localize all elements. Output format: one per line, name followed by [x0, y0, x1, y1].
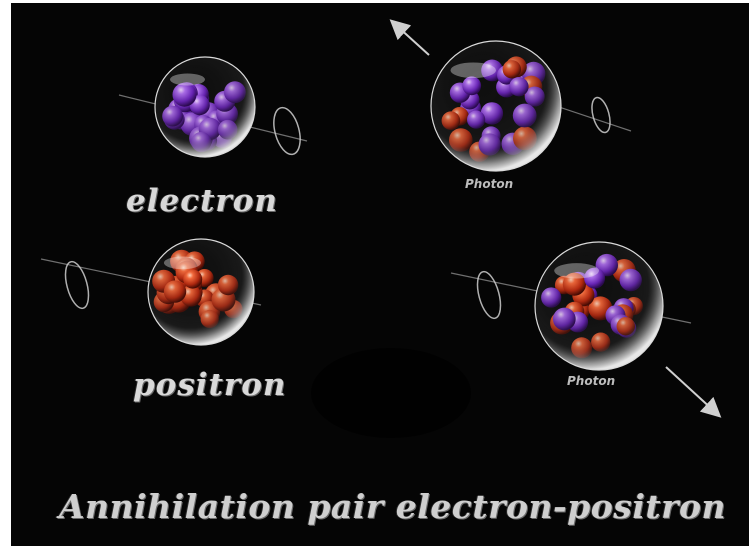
photon-1-particle-bubble — [430, 40, 562, 172]
photon-1-label: Photon — [465, 177, 514, 191]
diagram-frame: electron positron Photon Photon Annihila… — [11, 3, 749, 546]
electron-label: electron — [126, 183, 278, 219]
caption-title: Annihilation pair electron-positron — [59, 487, 726, 526]
background-shadow — [311, 348, 471, 438]
electron-particle-bubble — [154, 56, 256, 158]
photon-1-particle-highlight — [450, 62, 496, 79]
electron-particle-highlight — [170, 73, 205, 86]
electron-spin-icon — [273, 106, 301, 156]
positron-particle — [147, 238, 255, 346]
diagram-svg — [40, 19, 722, 438]
positron-particle-highlight — [163, 256, 201, 270]
arrow-up-left-icon — [389, 19, 430, 56]
photon-2-particle-bubble — [534, 241, 664, 371]
positron-label: positron — [133, 367, 287, 403]
arrow-down-right-icon — [665, 366, 722, 418]
photon-2-particle — [534, 241, 664, 371]
photon-2-label: Photon — [567, 374, 616, 388]
photon-1-spin-icon — [591, 96, 611, 134]
photon-1-particle — [430, 40, 562, 172]
photon-2-particle-highlight — [554, 263, 599, 279]
positron-spin-icon — [64, 260, 90, 310]
positron-particle-bubble — [147, 238, 255, 346]
electron-particle — [154, 56, 256, 158]
photon-2-spin-icon — [476, 270, 502, 320]
